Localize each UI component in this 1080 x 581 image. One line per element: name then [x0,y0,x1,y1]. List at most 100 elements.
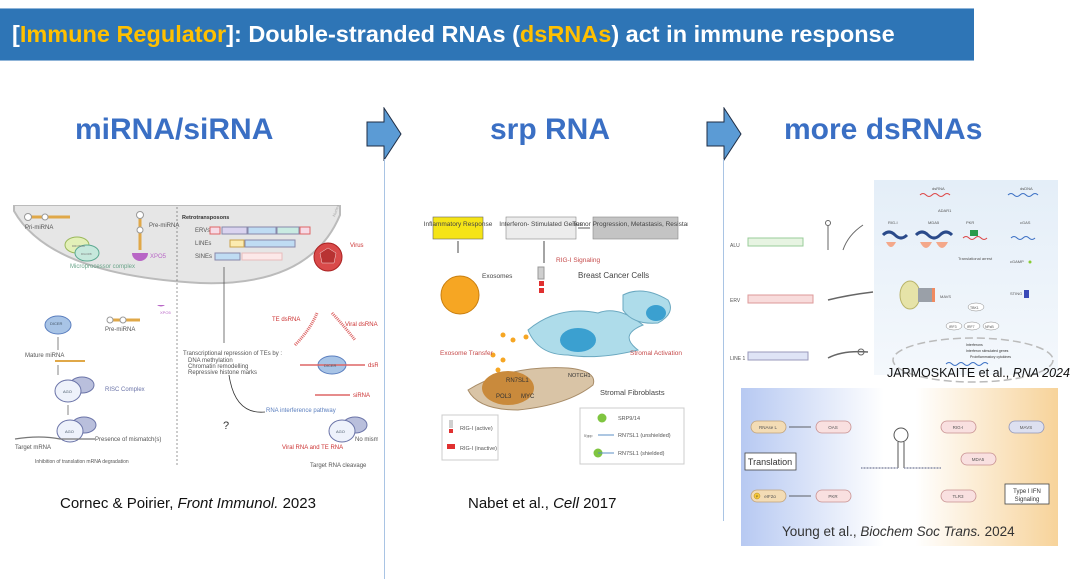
figure-dsrna-signaling: RNAse L OAS Translation P eIF2α PKR RIG-… [741,388,1058,546]
figure-label: Viral dsRNA [345,322,378,328]
figure-shape [330,311,357,341]
figure-shape [914,230,954,240]
figure-label: Viral RNA and TE RNA [282,445,343,451]
figure-shape [244,239,296,248]
slide-title: [Immune Regulator]: Double-stranded RNAs… [0,8,974,61]
figure-shape [214,252,241,261]
title-bracket-open: [ [12,21,20,47]
figure-shape [119,316,127,324]
citation-young: Young et al., Biochem Soc Trans. 2024 [782,524,1015,539]
figure-label: Mature miRNA [25,353,64,359]
figure-shape [44,315,72,335]
figure-shape [221,226,248,235]
figure-label: SRP9/14 [618,416,640,422]
figure-shape [920,242,948,248]
figure-shape [157,305,165,307]
figure-shape [537,266,545,280]
figure-shape [962,236,988,240]
figure-label: AGO [336,429,345,434]
figure-label: NOTCH1 [568,373,591,379]
figure-shape [136,226,144,234]
figure-label: Virus [350,243,364,249]
figure-label: Pre-miRNA [149,223,179,229]
figure-shape [945,321,963,331]
figure-shape [881,230,909,240]
figure-shape [747,351,809,361]
figure-label: RISC Complex [105,387,145,393]
figure-shape [539,288,544,293]
title-highlight-dsrnas: dsRNAs [519,21,612,47]
title-highlight-immune-regulator: Immune Regulator [19,21,227,47]
figure-shape [449,429,453,433]
figure-mirna-sirna: Pri-miRNA DROSHA DGCR8 Microprocessor co… [10,205,378,470]
figure-label: XPO5 [160,310,171,315]
figure-label: RIG-I (inactive) [460,446,497,452]
figure-shape [750,489,787,503]
figure-shape [982,321,1000,331]
figure-label: MAVS [940,294,951,299]
figure-label: MDA5 [972,457,985,462]
figure-label: Chromatin remodelling [188,364,248,370]
box-type1-ifn [1004,483,1050,505]
figure-label: RIG-I Signaling [556,257,600,264]
figure-label: OAS [828,425,838,430]
figure-label: Presence of mismatch(s) [95,437,161,443]
figure-label: Breast Cancer Cells [578,271,649,280]
figure-shape [56,419,84,443]
pathway-panel [874,180,1058,375]
figure-shape [1008,420,1045,434]
section-title-mirna-sirna: miRNA/siRNA [75,113,274,146]
figure-shape [447,444,455,449]
box-tumor [592,216,679,240]
figure-shape [14,436,95,440]
figure-label: siRNA [353,393,370,399]
figure-label: XPO5 [150,254,167,260]
figure-shape [539,281,544,286]
label-pri-mirna: Pri-miRNA [25,225,53,231]
figure-label: dsRNA [368,363,378,369]
exosome-circle [440,275,480,315]
box-translation [744,452,797,471]
figure-label: DNA methylation [188,358,233,364]
figure-label: MDA5 [928,220,940,225]
figure-shape [815,489,852,503]
figure-shape [1028,260,1032,264]
figure-shape [970,230,978,236]
figure-label: Tumor Progression, Metastasis, Resistanc… [572,221,688,228]
figure-shape [136,211,144,219]
figure-label: Stromal Fibroblasts [600,388,665,397]
figure-label: RIG-I (active) [460,426,493,432]
figure-label: Retrotransposons [182,215,229,221]
figure-shape [940,489,977,503]
figure-label: MAVS [1020,425,1032,430]
figure-shape [886,242,896,247]
figure-label: DICER [324,363,337,368]
section-divider [384,159,385,579]
figure-shape [1007,193,1039,197]
figure-label: POL3 [496,394,512,400]
figure-shape [366,107,402,161]
figure-shape [893,427,909,443]
label-microprocessor: Microprocessor complex [70,264,135,270]
title-text-2: ) act in immune response [611,21,895,47]
figure-shape [523,334,529,340]
figure-label: IRF7 [967,325,975,329]
figure-shape [41,213,49,221]
section-title-srp-rna: srp RNA [490,113,611,146]
figure-label: Exosomes [482,273,513,280]
figure-shape [500,332,506,338]
figure-shape [449,420,453,428]
figure-label: TBK1 [970,306,979,310]
figure-label: DGCR8 [81,252,92,256]
figure-shape [132,253,148,261]
figure-shape [560,328,596,352]
right-arrow-icon [366,107,402,161]
figure-shape [753,492,761,500]
figure-label: ADAR1 [938,208,952,213]
figure-label: Inhibition of translation mRNA degradati… [35,459,129,465]
figure-label: dsRNA [932,186,945,191]
figure-label: TE dsRNA [272,317,300,323]
figure-label: DROSHA [72,244,85,248]
figure-label: ? [223,420,229,432]
figure-label: eIF2α [764,494,776,499]
